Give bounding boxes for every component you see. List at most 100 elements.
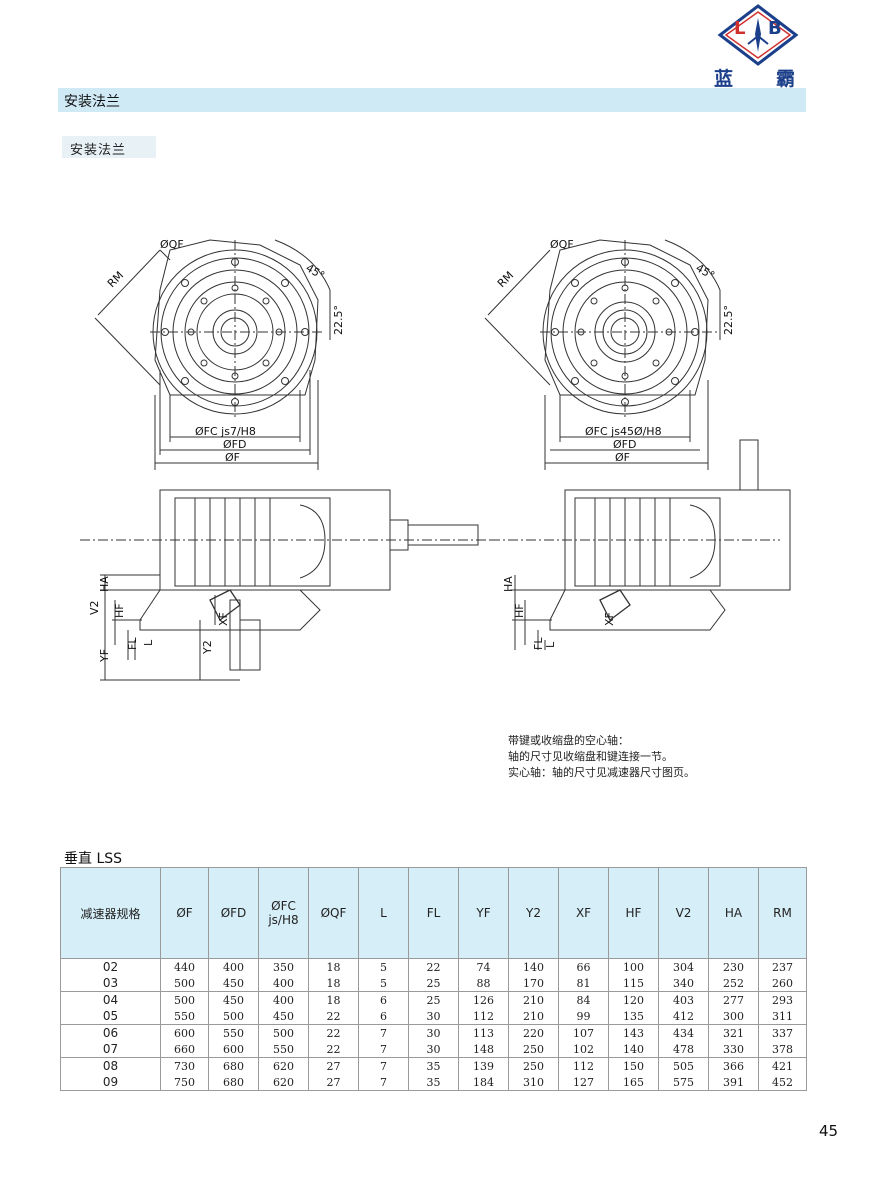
notes: 带键或收缩盘的空心轴： 轴的尺寸见收缩盘和键连接一节。 实心轴：轴的尺寸见减速器… bbox=[508, 733, 695, 781]
table-cell: 440 bbox=[160, 958, 209, 975]
table-cell: 150 bbox=[608, 1057, 659, 1074]
table-cell: 140 bbox=[508, 958, 559, 975]
table-cell: 170 bbox=[508, 975, 559, 992]
label-qf-left: ØQF bbox=[160, 238, 184, 251]
page-number: 45 bbox=[819, 1122, 839, 1140]
table-cell: 135 bbox=[608, 1008, 659, 1025]
cell-model: 05 bbox=[60, 1008, 161, 1025]
sub-label-text: 安装法兰 bbox=[70, 143, 127, 158]
label-hf-right: HF bbox=[513, 603, 526, 618]
label-fl-left: FL bbox=[126, 637, 139, 650]
table-cell: 22 bbox=[308, 1024, 359, 1041]
table-cell: 84 bbox=[558, 991, 609, 1008]
table-cell: 35 bbox=[408, 1057, 459, 1074]
table-cell: 7 bbox=[358, 1057, 409, 1074]
table-cell: 112 bbox=[558, 1057, 609, 1074]
cell-model: 06 bbox=[60, 1024, 161, 1041]
table-cell: 277 bbox=[708, 991, 759, 1008]
label-22-left: 22.5° bbox=[332, 305, 345, 335]
table-cell: 293 bbox=[758, 991, 807, 1008]
table-header-row: 减速器规格 ØF ØFD ØFC js/H8 ØQF L FL YF Y2 XF… bbox=[60, 867, 807, 959]
table-cell: 143 bbox=[608, 1024, 659, 1041]
table-cell: 7 bbox=[358, 1041, 409, 1058]
table-cell: 30 bbox=[408, 1008, 459, 1025]
label-fc-right: ØFC js45Ø/H8 bbox=[585, 425, 662, 438]
header-v2: V2 bbox=[658, 867, 709, 959]
table-cell: 450 bbox=[208, 975, 259, 992]
table-cell: 5 bbox=[358, 958, 409, 975]
table-cell: 22 bbox=[308, 1041, 359, 1058]
header-fc: ØFC js/H8 bbox=[258, 867, 309, 959]
table-cell: 250 bbox=[508, 1057, 559, 1074]
table-cell: 7 bbox=[358, 1024, 409, 1041]
table-cell: 321 bbox=[708, 1024, 759, 1041]
table-cell: 550 bbox=[208, 1024, 259, 1041]
table-title: 垂直 LSS bbox=[64, 851, 123, 867]
table-cell: 450 bbox=[208, 991, 259, 1008]
table-cell: 366 bbox=[708, 1057, 759, 1074]
table-cell: 500 bbox=[208, 1008, 259, 1025]
label-l-right: L bbox=[544, 641, 557, 648]
label-f-left: ØF bbox=[225, 451, 240, 464]
table-cell: 7 bbox=[358, 1074, 409, 1091]
header-hf: HF bbox=[608, 867, 659, 959]
table-cell: 750 bbox=[160, 1074, 209, 1091]
table-cell: 230 bbox=[708, 958, 759, 975]
header-rm: RM bbox=[758, 867, 807, 959]
table-cell: 620 bbox=[258, 1057, 309, 1074]
svg-text:L: L bbox=[734, 18, 745, 39]
label-rm-right: RM bbox=[495, 269, 516, 290]
table-cell: 680 bbox=[208, 1074, 259, 1091]
table-cell: 27 bbox=[308, 1074, 359, 1091]
table-cell: 337 bbox=[758, 1024, 807, 1041]
note-line: 轴的尺寸见收缩盘和键连接一节。 bbox=[508, 750, 673, 763]
cell-model: 08 bbox=[60, 1057, 161, 1074]
table-cell: 550 bbox=[258, 1041, 309, 1058]
table-cell: 311 bbox=[758, 1008, 807, 1025]
header-yf: YF bbox=[458, 867, 509, 959]
table-cell: 220 bbox=[508, 1024, 559, 1041]
table-cell: 310 bbox=[508, 1074, 559, 1091]
table-cell: 18 bbox=[308, 991, 359, 1008]
table-cell: 400 bbox=[258, 975, 309, 992]
table-cell: 112 bbox=[458, 1008, 509, 1025]
table-cell: 27 bbox=[308, 1057, 359, 1074]
table-cell: 434 bbox=[658, 1024, 709, 1041]
header-model: 减速器规格 bbox=[60, 867, 161, 959]
table-cell: 6 bbox=[358, 991, 409, 1008]
section-title: 安装法兰 bbox=[64, 94, 120, 110]
header-qf: ØQF bbox=[308, 867, 359, 959]
table-cell: 505 bbox=[658, 1057, 709, 1074]
table-cell: 6 bbox=[358, 1008, 409, 1025]
table-cell: 237 bbox=[758, 958, 807, 975]
table-cell: 81 bbox=[558, 975, 609, 992]
table-cell: 452 bbox=[758, 1074, 807, 1091]
table-cell: 184 bbox=[458, 1074, 509, 1091]
table-cell: 165 bbox=[608, 1074, 659, 1091]
table-cell: 30 bbox=[408, 1024, 459, 1041]
table-cell: 140 bbox=[608, 1041, 659, 1058]
label-f-right: ØF bbox=[615, 451, 630, 464]
table-cell: 500 bbox=[258, 1024, 309, 1041]
table-cell: 18 bbox=[308, 975, 359, 992]
table-cell: 550 bbox=[160, 1008, 209, 1025]
table-cell: 210 bbox=[508, 991, 559, 1008]
header-l: L bbox=[358, 867, 409, 959]
table-cell: 300 bbox=[708, 1008, 759, 1025]
note-line: 带键或收缩盘的空心轴： bbox=[508, 734, 629, 747]
label-qf-right: ØQF bbox=[550, 238, 574, 251]
label-yf-left: YF bbox=[98, 649, 111, 663]
section-title-bar: 安装法兰 bbox=[58, 88, 806, 112]
label-fl-right: FL bbox=[532, 637, 545, 650]
cell-model: 07 bbox=[60, 1041, 161, 1058]
table-cell: 330 bbox=[708, 1041, 759, 1058]
table-cell: 500 bbox=[160, 991, 209, 1008]
sub-label: 安装法兰 bbox=[62, 136, 156, 158]
header-ha: HA bbox=[708, 867, 759, 959]
